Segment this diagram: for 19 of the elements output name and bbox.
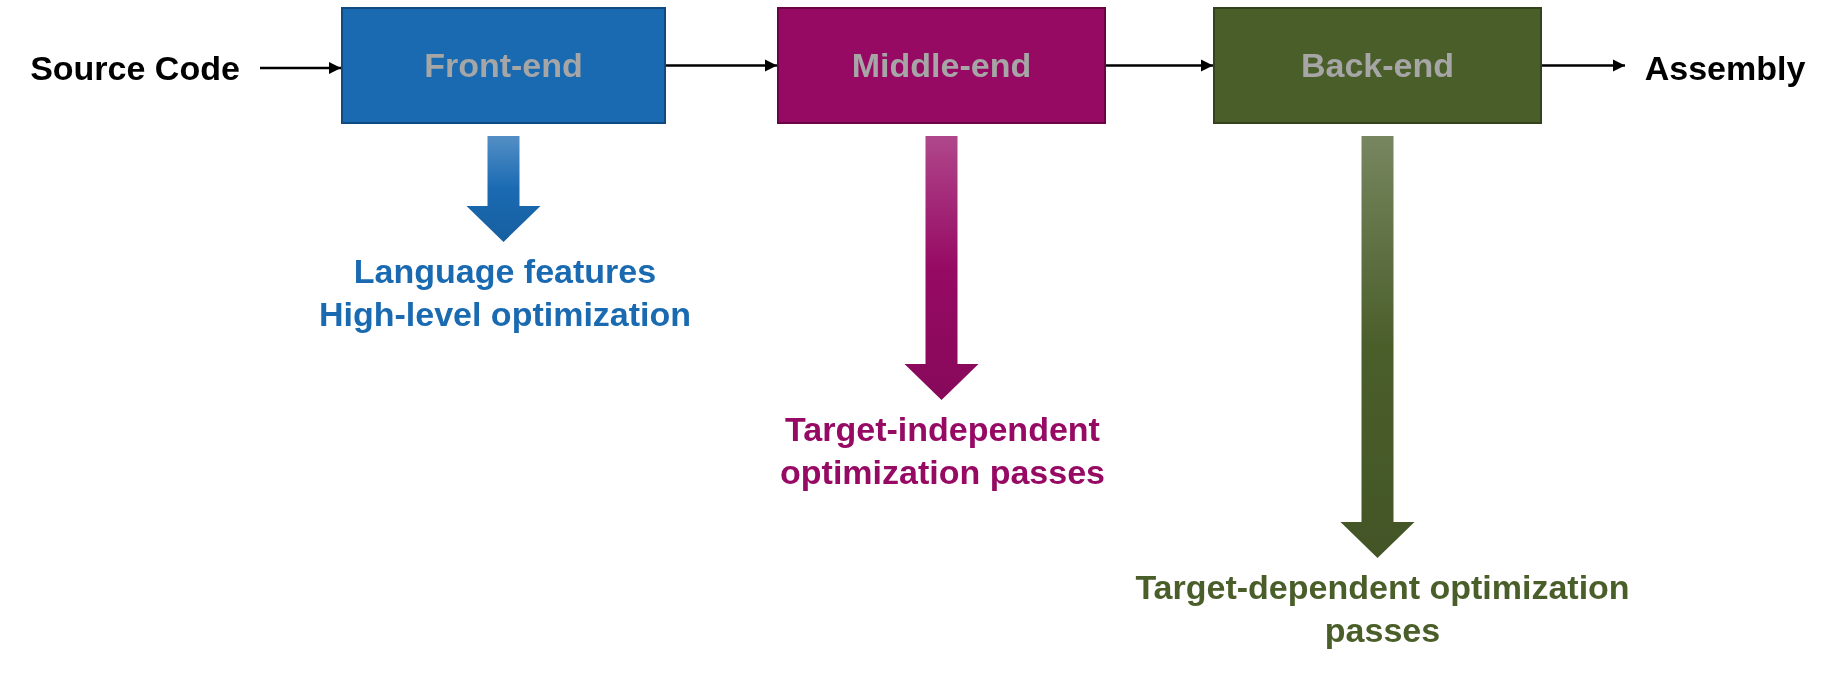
flow-label: Source Code: [10, 46, 260, 90]
arrow: [260, 61, 341, 75]
process-box: [777, 7, 1106, 124]
description-text: High-level optimization: [318, 293, 692, 335]
arrow: [1542, 59, 1625, 72]
box-label: Front-end: [424, 46, 583, 85]
arrow: [666, 59, 777, 72]
description-text: Target-independent optimization passes: [779, 409, 1106, 493]
flow-label: Assembly: [1625, 46, 1825, 90]
block-arrow: [1340, 136, 1415, 558]
description-text: Target-dependent optimization passes: [1134, 567, 1631, 651]
arrow: [1106, 59, 1213, 72]
block-arrow: [466, 136, 541, 242]
process-box: [341, 7, 666, 124]
description-text: Language features: [353, 251, 657, 292]
box-label: Back-end: [1300, 46, 1455, 85]
block-arrow: [904, 136, 979, 400]
process-box: [1213, 7, 1542, 124]
box-label: Middle-end: [851, 46, 1032, 85]
